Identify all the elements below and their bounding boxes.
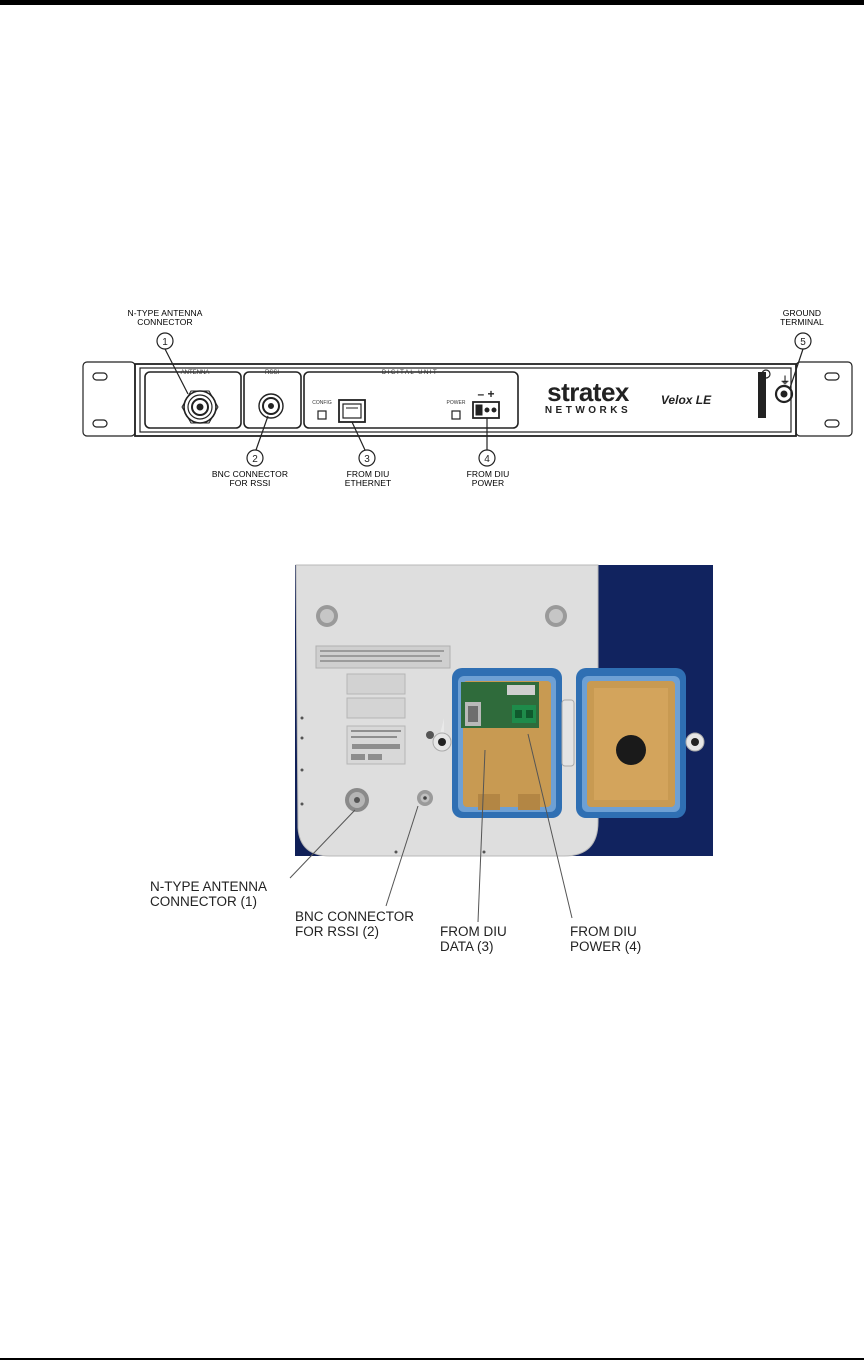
hinge	[562, 700, 574, 766]
mount-slot-icon	[825, 373, 839, 380]
ground-terminal-icon	[776, 386, 792, 402]
ground-symbol: ⏚	[780, 375, 790, 387]
bnc-connector-photo-icon	[417, 790, 433, 806]
page-top-rule	[0, 0, 864, 5]
polarity-label: – +	[477, 387, 494, 401]
digital-section-label: DIGITAL UNIT	[382, 370, 438, 376]
model-name: Velox LE	[661, 393, 712, 407]
antenna-section-label: ANTENNA	[181, 370, 210, 376]
rack-panel-drawing: ANTENNA RSSI DIGITAL UNIT CONFIG POWER –…	[0, 300, 864, 510]
callout-1-number: 1	[162, 337, 168, 348]
power-led-icon	[452, 411, 460, 419]
antenna-section	[145, 372, 241, 428]
side-label-icon	[758, 370, 770, 418]
label-sticker	[347, 674, 405, 694]
callout-5-number: 5	[800, 337, 806, 348]
callout-4-number: 4	[484, 454, 490, 465]
config-led-icon	[318, 411, 326, 419]
n-type-connector-photo-icon	[345, 788, 369, 812]
config-led-label: CONFIG	[312, 400, 332, 406]
callout-3-number: 3	[364, 454, 370, 465]
mount-slot-icon	[93, 420, 107, 427]
mount-slot-icon	[93, 373, 107, 380]
power-led-label: POWER	[447, 400, 466, 406]
bnc-connector-icon	[259, 394, 283, 418]
ethernet-port-icon	[339, 400, 365, 422]
left-ear	[83, 362, 135, 436]
enclosure-lid	[576, 668, 704, 818]
callout-2-number: 2	[252, 454, 258, 465]
bolt-icon	[545, 605, 567, 627]
right-ear	[796, 362, 852, 436]
power-terminal-icon	[473, 402, 499, 418]
rssi-section-label: RSSI	[265, 370, 279, 376]
rssi-section	[244, 372, 301, 428]
page-bottom-rule	[0, 1358, 864, 1360]
serial-sticker	[347, 698, 405, 718]
n-type-connector-icon	[182, 391, 218, 423]
brand-name: stratex	[547, 377, 630, 407]
bolt-icon	[316, 605, 338, 627]
outdoor-unit-photo	[0, 560, 864, 960]
brand-networks: NETWORKS	[545, 405, 631, 416]
mount-slot-icon	[825, 420, 839, 427]
